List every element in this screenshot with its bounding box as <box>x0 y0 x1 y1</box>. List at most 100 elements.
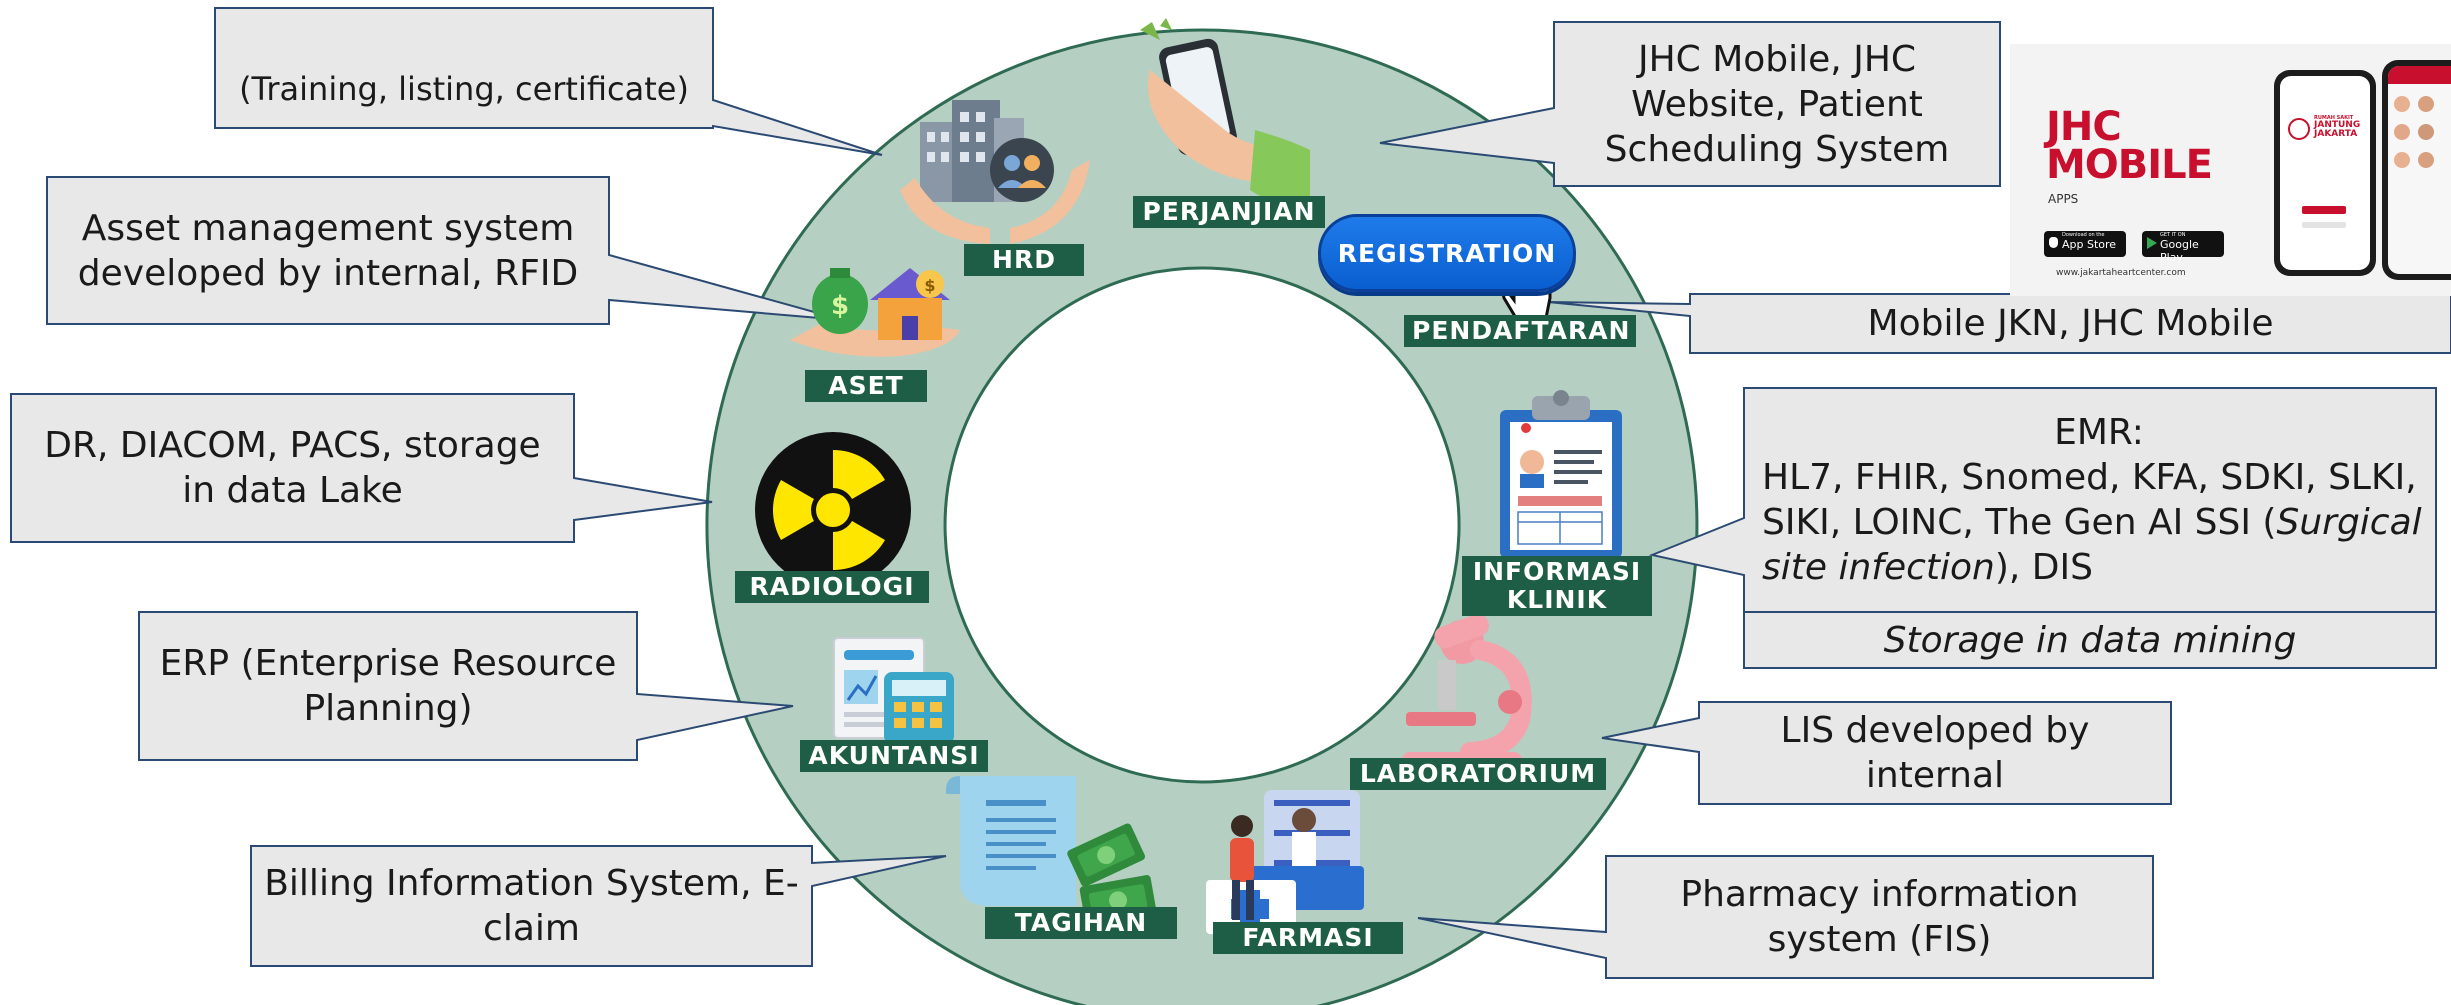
segment-label-perjanjian: PERJANJIAN <box>1133 196 1325 228</box>
phone-hand-icon <box>1140 18 1310 204</box>
app-store-small-text: Download on the <box>2062 232 2105 238</box>
callout-farmasi-shape <box>1417 855 2154 979</box>
segment-label-akuntansi: AKUNTANSI <box>800 740 988 772</box>
callout-pendaftaran-text: Mobile JKN, JHC Mobile <box>1867 303 2274 344</box>
phone-input <box>2302 222 2346 228</box>
segment-label-farmasi: FARMASI <box>1213 922 1403 954</box>
callout-lab-line1: LIS developed by <box>1780 710 2090 751</box>
pharmacy-counter-icon <box>1206 790 1364 934</box>
callout-emr-shape <box>1648 387 2437 669</box>
callout-akuntansi-line1: ERP (Enterprise Resource <box>159 643 617 684</box>
segment-label-tagihan: TAGIHAN <box>985 907 1177 939</box>
callout-emr-storage: Storage in data mining <box>1744 612 2436 668</box>
phone-mockup-back <box>2382 60 2451 280</box>
google-play-small-text: GET IT ON <box>2160 232 2186 238</box>
segment-label-radiologi: RADIOLOGI <box>735 571 929 603</box>
callout-perjanjian-line3: Scheduling System <box>1604 128 1950 170</box>
callout-akuntansi: ERP (Enterprise Resource Planning) <box>139 612 637 760</box>
phone-brand-line2: JANTUNG <box>2314 120 2361 130</box>
callout-lab-shape <box>1601 701 2172 805</box>
callout-akuntansi-line2: Planning) <box>303 688 473 729</box>
callout-tagihan-line2: claim <box>483 908 580 949</box>
callout-hrd: (Training, listing, certificate) <box>215 50 713 128</box>
callout-perjanjian: JHC Mobile, JHC Website, Patient Schedul… <box>1554 22 2000 186</box>
callout-radiologi: DR, DIACOM, PACS, storage in data Lake <box>11 394 574 542</box>
apple-icon <box>2049 237 2058 248</box>
segment-label-aset: ASET <box>805 370 927 402</box>
callout-radiologi-line2: in data Lake <box>182 470 403 511</box>
radiation-icon <box>755 432 911 588</box>
segment-label-pendaftaran: PENDAFTARAN <box>1404 315 1636 347</box>
callout-emr: EMR: HL7, FHIR, Snomed, KFA, SDKI, SLKI,… <box>1744 388 2436 612</box>
segment-label-informasi-klinik: INFORMASI KLINIK <box>1462 556 1652 616</box>
callout-emr-storage-text: Storage in data mining <box>1883 619 2297 661</box>
phone-brand-line3: JAKARTA <box>2314 129 2358 139</box>
app-store-badge[interactable]: Download on the App Store <box>2044 231 2126 257</box>
play-icon <box>2147 237 2157 249</box>
callout-farmasi-line1: Pharmacy information <box>1680 874 2079 915</box>
callout-aset: Asset management system developed by int… <box>47 177 609 324</box>
doctor-avatar-2 <box>2418 96 2434 112</box>
invoice-money-icon <box>946 776 1157 926</box>
callout-emr-line3a: site infection <box>1762 547 1995 588</box>
office-hands-icon <box>900 100 1090 244</box>
callout-emr-line2a: SIKI, LOINC, The Gen AI SSI ( <box>1762 502 2277 543</box>
callout-emr-title: EMR: <box>2054 412 2144 453</box>
jhc-logo-line1: JHC <box>2046 104 2122 150</box>
phone-back-screen <box>2388 66 2451 274</box>
segment-label-hrd: HRD <box>964 244 1084 276</box>
doctor-avatar-1 <box>2394 96 2410 112</box>
money-house-hand-icon: $ $ <box>790 268 960 357</box>
calculator-report-icon <box>833 637 954 744</box>
phone-header-bar <box>2388 66 2451 84</box>
callout-aset-shape <box>46 176 844 325</box>
jhc-mobile-ad: JHC MOBILE APPS Download on the App Stor… <box>2010 44 2451 296</box>
callout-pendaftaran-shape <box>1547 293 2451 354</box>
phone-mockup-front: RUMAH SAKIT JANTUNG JAKARTA <box>2274 70 2376 276</box>
callout-tagihan-shape <box>250 845 947 967</box>
callout-hrd-text: (Training, listing, certificate) <box>239 70 689 108</box>
callout-emr-line2: SIKI, LOINC, The Gen AI SSI (Surgical <box>1762 500 2422 545</box>
phone-button <box>2302 206 2346 214</box>
callout-tagihan-line1: Billing Information System, E- <box>264 863 799 904</box>
callout-tagihan: Billing Information System, E- claim <box>251 846 812 966</box>
phone-hospital-logo <box>2288 118 2310 140</box>
segment-label-laboratorium: LABORATORIUM <box>1350 758 1606 790</box>
google-play-badge[interactable]: GET IT ON Google Play <box>2142 231 2224 264</box>
phone-brand: RUMAH SAKIT JANTUNG JAKARTA <box>2314 116 2360 139</box>
jhc-website-text: www.jakartaheartcenter.com <box>2056 268 2186 278</box>
callout-emr-line3b: ), DIS <box>1994 547 2093 588</box>
jhc-apps-text: APPS <box>2048 192 2079 206</box>
app-store-text: App Store <box>2062 238 2117 251</box>
jhc-logo-line2: MOBILE <box>2046 142 2213 188</box>
doctor-avatar-6 <box>2418 152 2434 168</box>
doctor-avatar-3 <box>2394 124 2410 140</box>
registration-button[interactable]: REGISTRATION <box>1318 214 1576 292</box>
callout-aset-line1: Asset management system <box>81 207 575 249</box>
svg-text:$: $ <box>924 276 935 295</box>
callout-radiologi-line1: DR, DIACOM, PACS, storage <box>44 425 541 466</box>
callout-radiologi-shape <box>10 393 713 543</box>
callout-perjanjian-line1: JHC Mobile, JHC <box>1637 38 1917 80</box>
svg-text:$: $ <box>831 291 849 321</box>
callout-farmasi-line2: system (FIS) <box>1767 919 1992 960</box>
callout-emr-line1: HL7, FHIR, Snomed, KFA, SDKI, SLKI, <box>1762 457 2417 498</box>
jhc-logo: JHC MOBILE <box>2046 104 2213 188</box>
clipboard-icon <box>1500 390 1622 558</box>
callout-perjanjian-shape <box>1379 21 2001 187</box>
phone-screen: RUMAH SAKIT JANTUNG JAKARTA <box>2280 76 2370 270</box>
callout-farmasi: Pharmacy information system (FIS) <box>1606 856 2153 978</box>
segment-label-informasi-klinik-line1: INFORMASI <box>1472 557 1642 586</box>
callout-aset-line2: developed by internal, RFID <box>77 252 579 294</box>
callout-lab: LIS developed by internal <box>1699 702 2171 804</box>
google-play-text: Google Play <box>2160 238 2199 265</box>
callout-akuntansi-shape <box>138 611 794 761</box>
doctor-avatar-5 <box>2394 152 2410 168</box>
phone-brand-line1: RUMAH SAKIT <box>2314 115 2354 121</box>
callout-emr-line3: site infection), DIS <box>1762 545 2093 590</box>
doctor-avatar-4 <box>2418 124 2434 140</box>
segment-label-informasi-klinik-line2: KLINIK <box>1506 585 1608 614</box>
callout-hrd-shape <box>214 7 883 156</box>
callout-lab-line2: internal <box>1865 755 2005 796</box>
